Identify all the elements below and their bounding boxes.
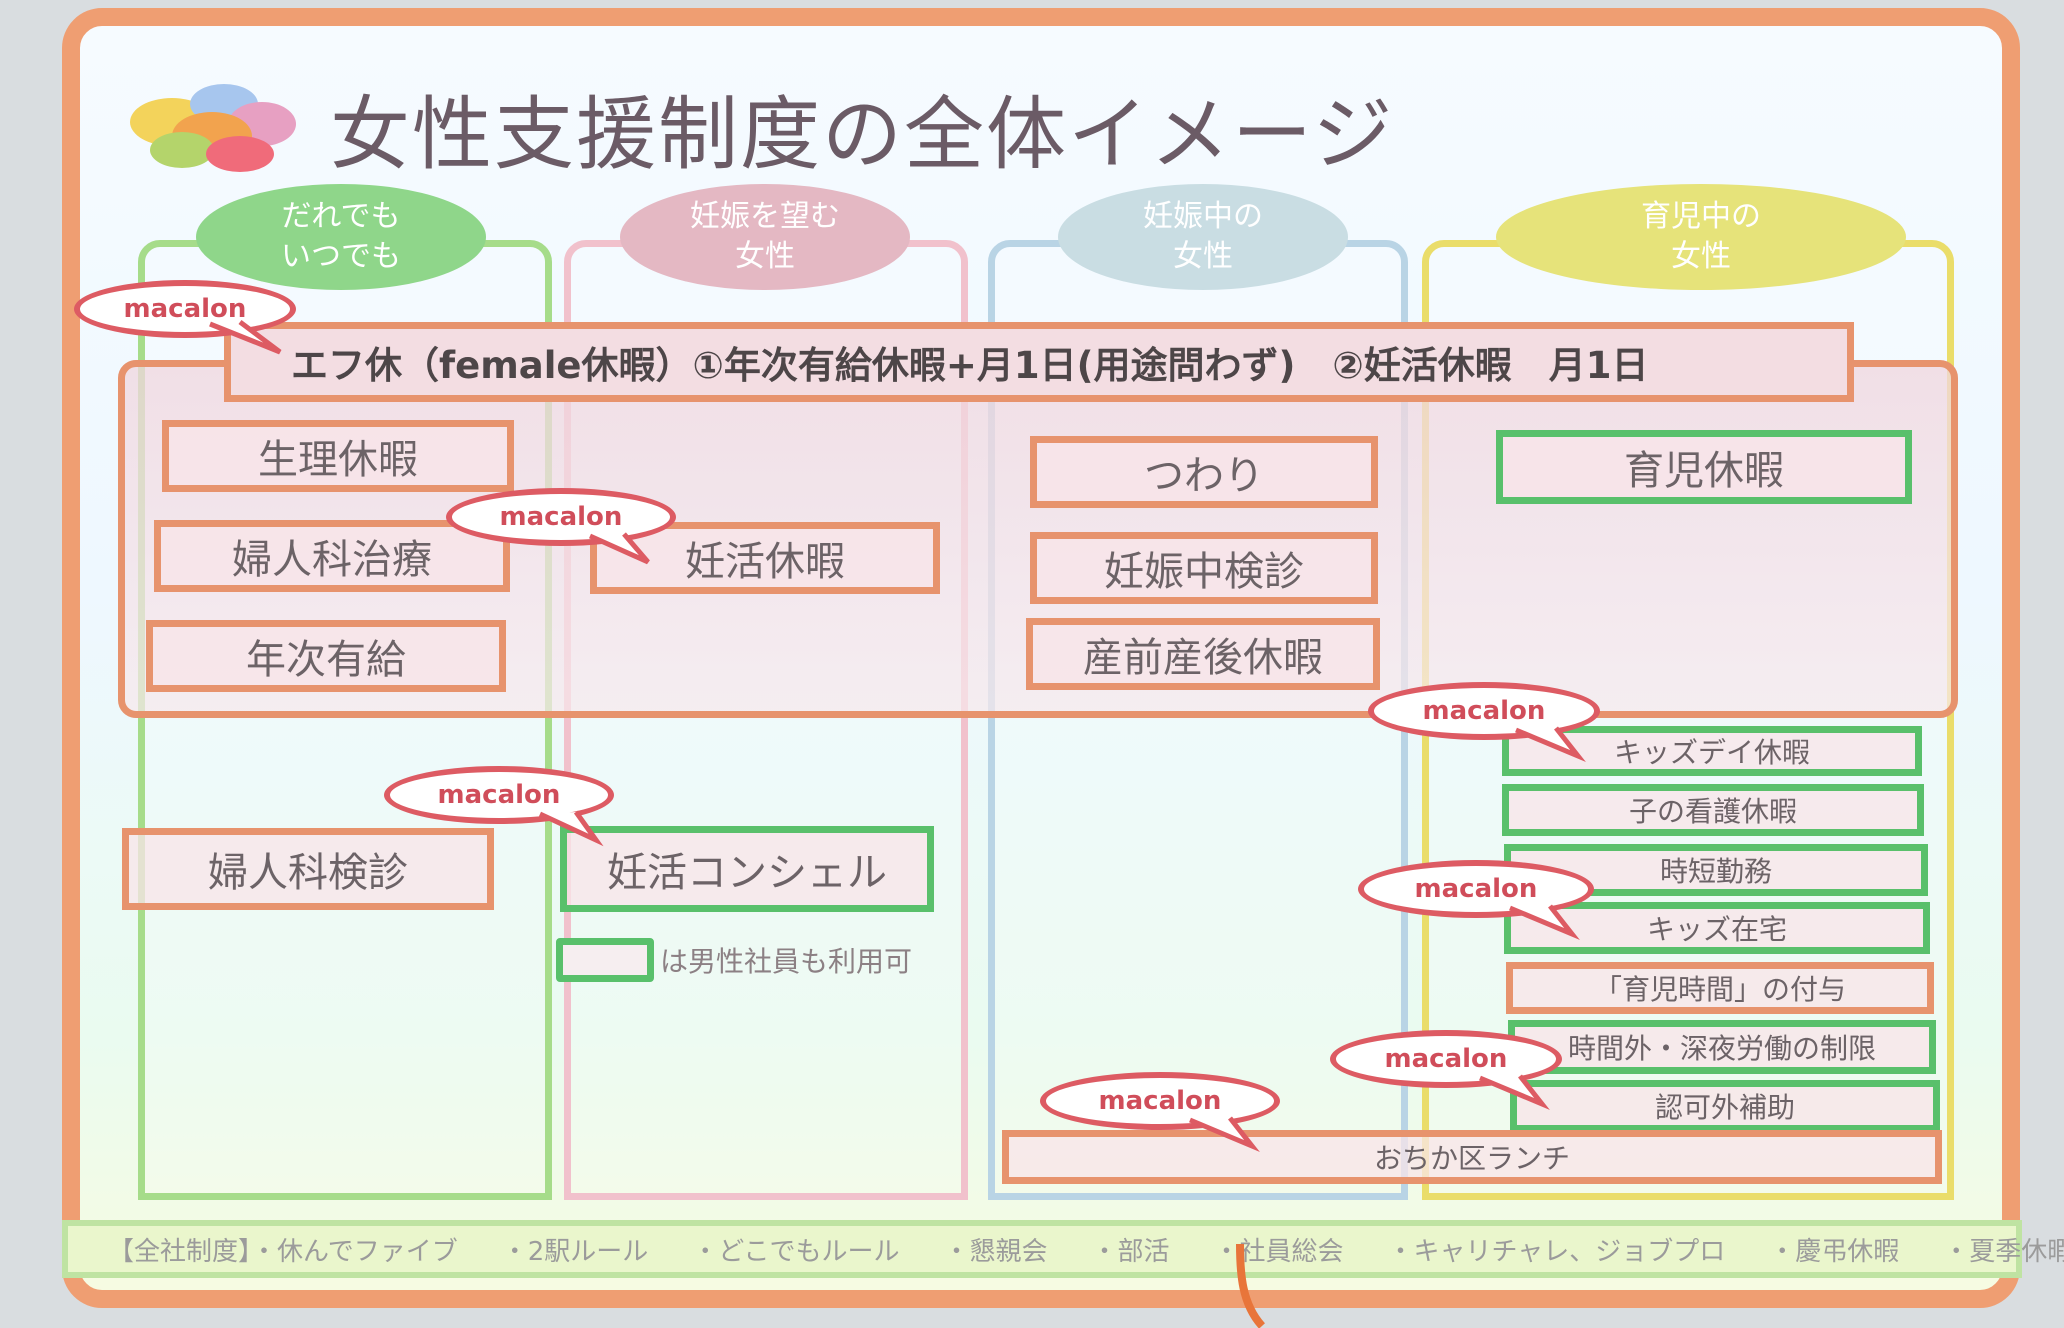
macalon-bubble: macalon [1330,1030,1562,1088]
f-kyu-header: エフ休（female休暇）①年次有給休暇+月1日(用途問わず) ②妊活休暇 月1… [224,322,1854,402]
macalon-bubble: macalon [1368,682,1600,740]
box-fertility-concierge: 妊活コンシェル [560,826,934,912]
column-header-line1: だれでも [281,199,401,234]
bubble-tail-icon [538,810,604,847]
footer-item: ・慶弔休暇 [1769,1236,1900,1267]
company-wide-programs-bar: 【全社制度】・休んでファイブ ・2駅ルール ・どこでもルール ・懇親会 ・部活 … [62,1220,2064,1278]
column-header-pregnant: 妊娠中の 女性 [1058,184,1348,290]
footer-item: ・夏季休暇 [1943,1236,2064,1267]
column-header-line2: 女性 [735,239,795,274]
box-prenatal-checkup: 妊娠中検診 [1030,532,1378,604]
box-gynecology-checkup: 婦人科検診 [122,828,494,910]
footer-item: ・2駅ルール [501,1236,649,1267]
column-header-line2: 女性 [1671,239,1731,274]
legend-text: は男性社員も利用可 [660,945,913,978]
footer-item: ・キャリチャレ、ジョブプロ [1387,1236,1726,1267]
macaron-logo-icon [130,84,296,172]
laser-pointer-icon [1236,1244,1266,1328]
bubble-tail-icon [588,532,650,565]
macalon-bubble: macalon [446,488,676,546]
box-morning-sickness: つわり [1030,436,1378,508]
column-header-line1: 育児中の [1641,199,1761,234]
box-overtime-limit: 時間外・深夜労働の制限 [1508,1020,1936,1074]
box-childcare-time: 「育児時間」の付与 [1506,962,1934,1014]
bubble-tail-icon [1515,726,1586,763]
bubble-tail-icon [1189,1116,1260,1153]
column-header-line1: 妊娠中の [1143,199,1263,234]
bubble-tail-icon [209,320,282,355]
bubble-tail-icon [1509,904,1580,941]
box-annual-paid-leave: 年次有給 [146,620,506,692]
column-header-trying-to-conceive: 妊娠を望む 女性 [620,184,910,290]
column-header-line2: 女性 [1173,239,1233,274]
footer-item: ・懇親会 [943,1236,1048,1267]
box-child-nursing-leave: 子の看護休暇 [1502,784,1924,836]
box-gynecology-treatment: 婦人科治療 [154,520,510,592]
column-header-anyone: だれでも いつでも [196,184,486,290]
column-header-childcare: 育児中の 女性 [1496,184,1906,290]
macalon-bubble: macalon [74,280,296,338]
footer-item: ・どこでもルール [692,1236,900,1267]
slide-title: 女性支援制度の全体イメージ [330,88,1395,181]
macalon-bubble: macalon [1358,860,1594,918]
box-unlicensed-daycare-subsidy: 認可外補助 [1510,1080,1940,1132]
column-header-line2: いつでも [281,239,401,274]
box-kids-day-leave: キッズデイ休暇 [1502,726,1922,776]
box-childcare-leave: 育児休暇 [1496,430,1912,504]
column-header-line1: 妊娠を望む [690,199,840,234]
macalon-bubble: macalon [1040,1072,1280,1130]
box-maternity-leave: 産前産後休暇 [1026,618,1380,690]
footer-item: ・部活 [1091,1236,1170,1267]
bubble-tail-icon [1479,1074,1550,1111]
legend-green-swatch [556,938,654,982]
box-menstrual-leave: 生理休暇 [162,420,514,492]
footer-item: ・社員総会 [1213,1236,1344,1267]
box-kids-remote-work: キッズ在宅 [1504,902,1930,954]
box-ochika-lunch: おちか区ランチ [1002,1130,1942,1184]
footer-item: 【全社制度】・休んでファイブ [108,1236,458,1267]
